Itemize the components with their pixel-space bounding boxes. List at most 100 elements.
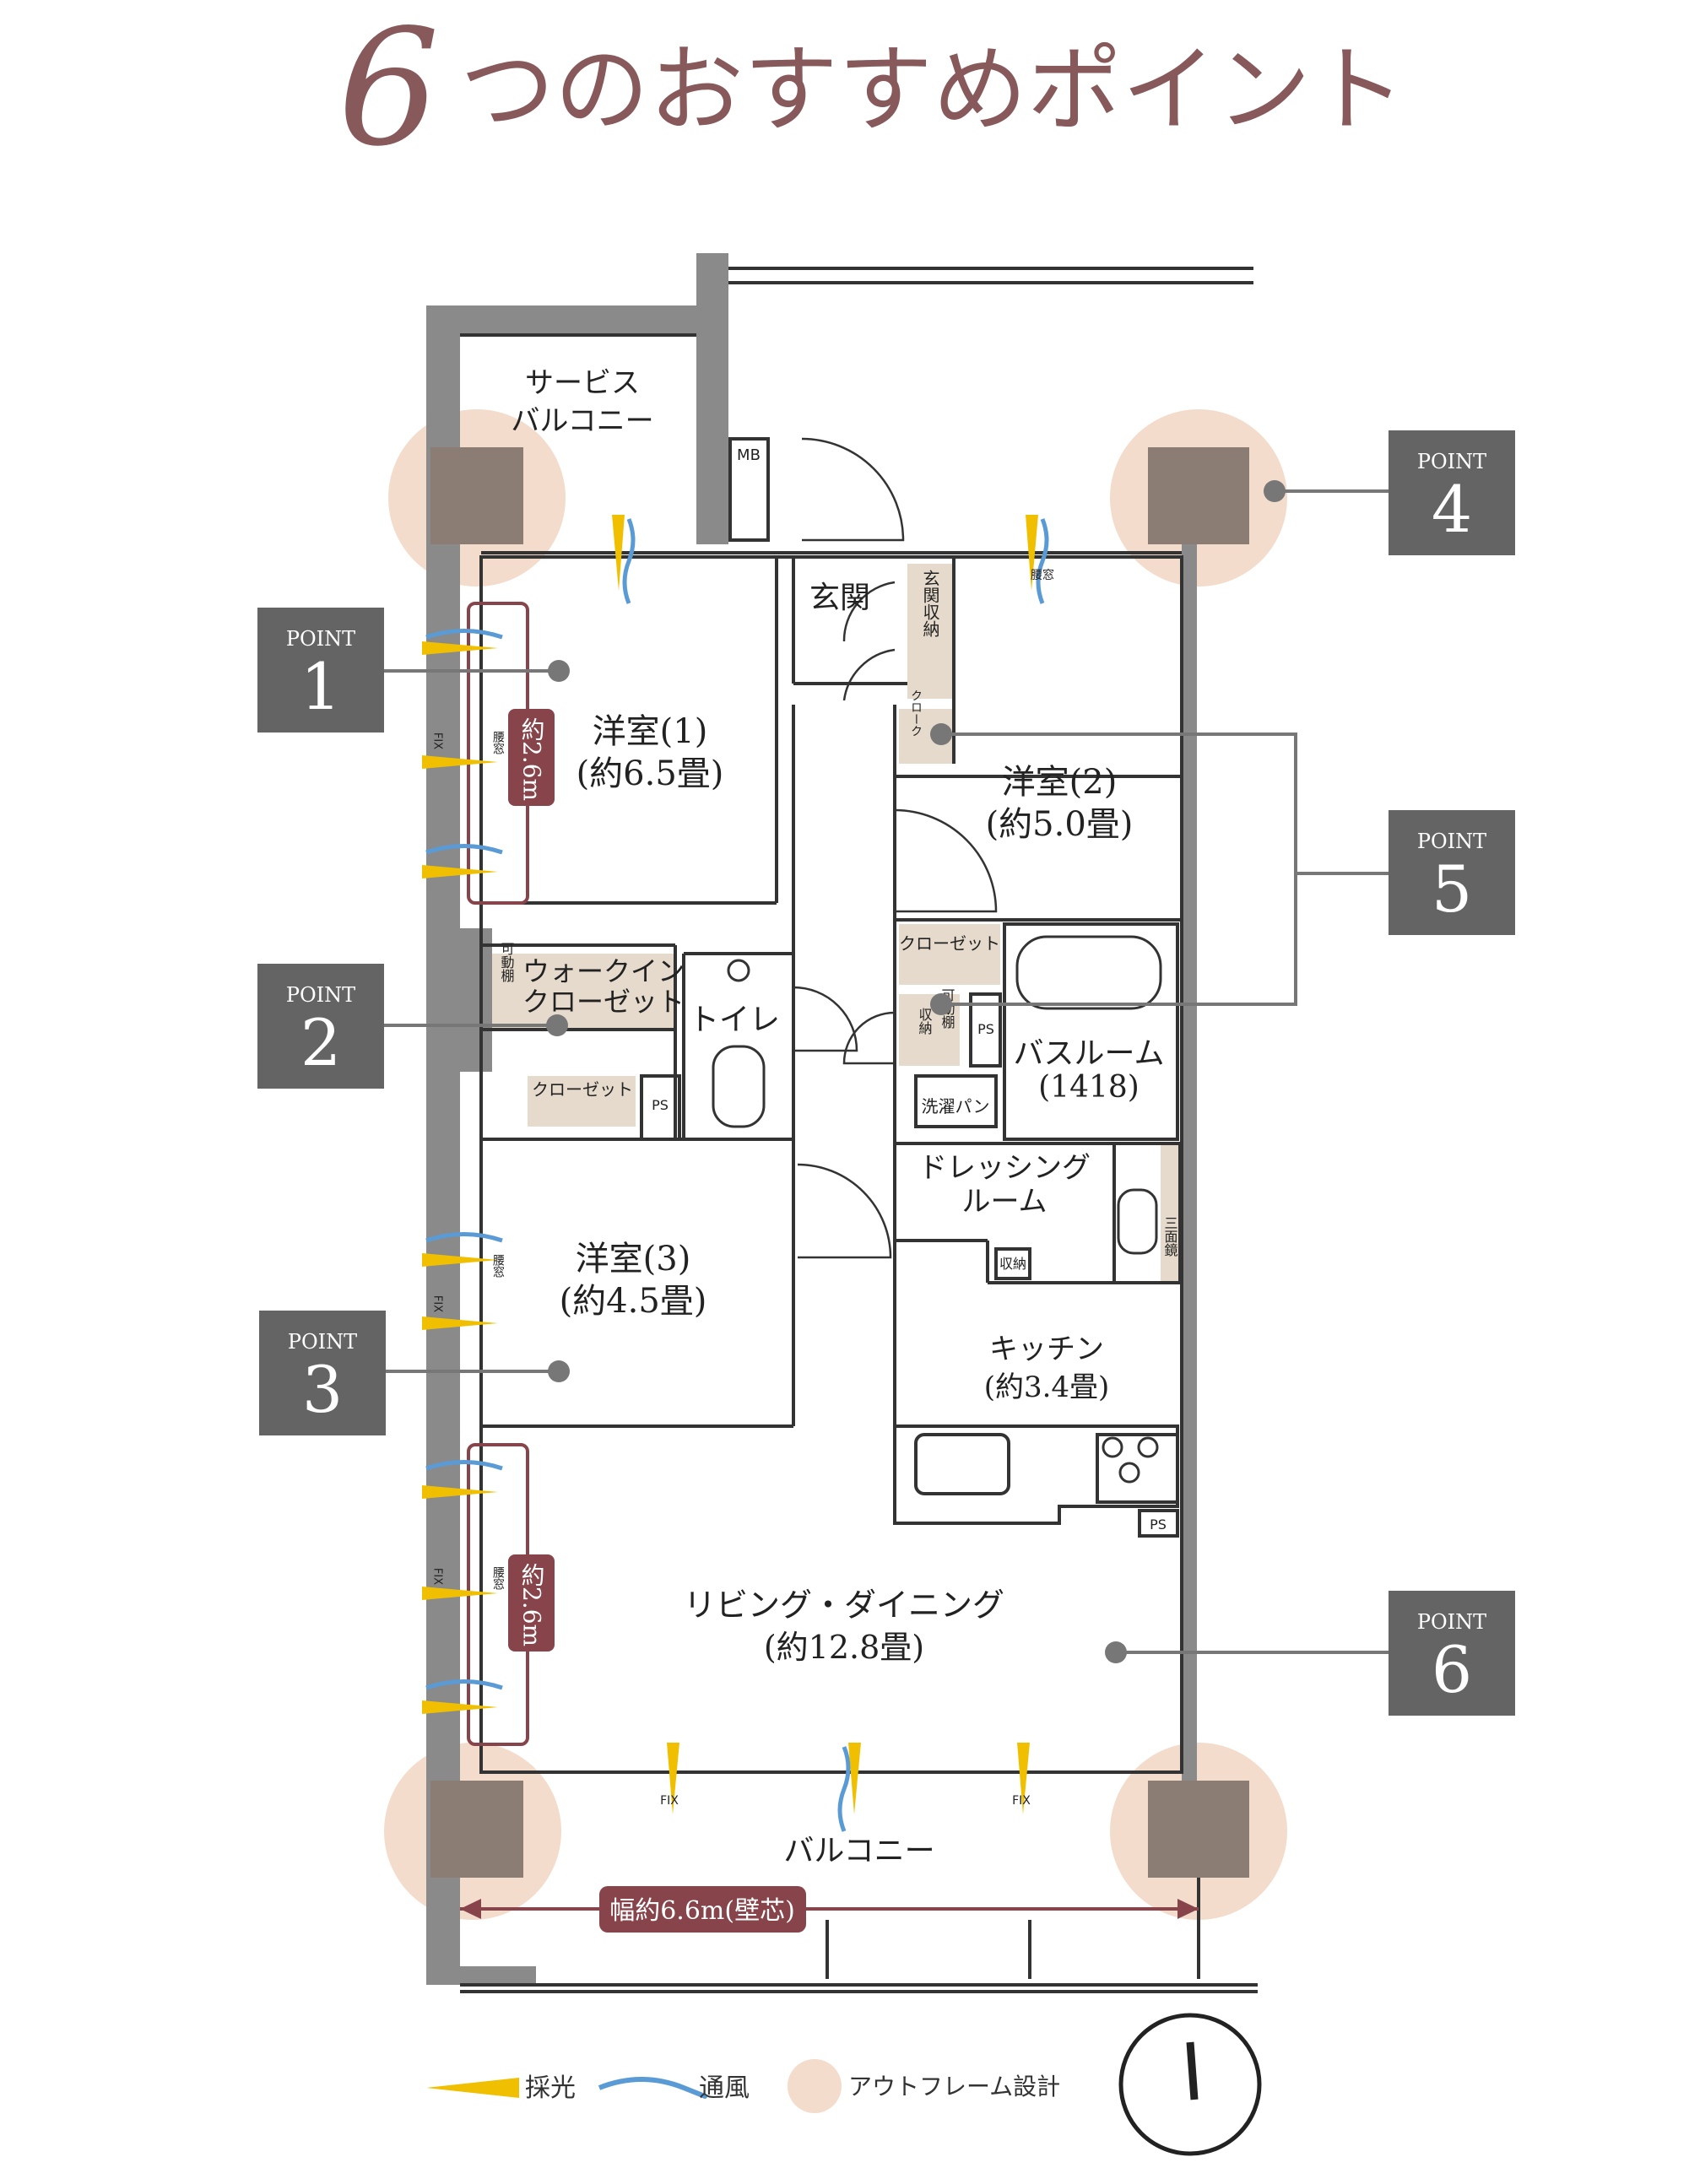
point-2-number: 2 [300,1005,341,1080]
ps2-label: PS [977,1021,994,1037]
point-4-label: POINT [1417,450,1486,473]
legend-outframe-icon [788,2059,842,2113]
youshitsu2-label-2: (約5.0畳) [986,805,1134,844]
genkan-storage-label: 玄関収納 [920,570,940,637]
dressing-label-1: ドレッシング [918,1151,1091,1185]
fix-left2-label: FIX [431,1295,444,1312]
pillars [430,447,1249,1878]
bathtub [1015,935,1162,1010]
ps3-label: PS [1150,1516,1167,1533]
dim-width-label-bg [599,1886,806,1933]
point-5-label: POINT [1417,830,1486,853]
light-markers [422,515,1038,1814]
bathroom-label-2: (1418) [1038,1070,1140,1105]
room-labels: サービス バルコニー MB 玄関 玄関収納 洋室(1) (約6.5畳) 洋室(2… [431,366,1178,1868]
toilet-label: トイレ [689,1003,780,1037]
point-6-number: 6 [1432,1632,1472,1707]
closet-wic-fill [528,1076,636,1127]
point-3-label: POINT [288,1330,357,1354]
kitchen-label-2: (約3.4畳) [984,1370,1110,1404]
title-text: つのおすすめポイント [460,35,1405,145]
storage-fills [484,564,1179,1283]
point-4-box [1389,430,1515,555]
dimension-labels: 約2.6m 約2.6m 幅約6.6m(壁芯) [518,717,795,1926]
storage-kadou-label-1: 収納 [917,1008,933,1035]
dressing-basin [1117,1188,1158,1255]
stove-burner-3 [1118,1462,1140,1484]
clok-label: クローク [909,689,923,737]
closet-r2-fill [899,924,1000,985]
point-3-number: 3 [302,1352,343,1427]
bathroom-label-1: バスルーム [1014,1036,1165,1071]
outframe-highlights [384,409,1287,1920]
walkin-label-1: ウォークイン [522,955,685,987]
point-2-label: POINT [286,983,355,1007]
youshitsu3-label-2: (約4.5畳) [560,1282,707,1321]
legend-wind-label: 通風 [699,2073,750,2103]
ps1-label: PS [652,1097,669,1113]
dim-height1: 約2.6m [518,717,546,801]
point-5-box [1389,810,1515,935]
fixtures [712,935,1162,1484]
genkan-label: 玄関 [809,581,870,615]
point-3-box [259,1311,386,1435]
sanmenkyo-fill [1161,1143,1179,1283]
legend-light-label: 採光 [525,2073,576,2103]
pillar-top-left [430,447,523,544]
point-1-label: POINT [286,627,355,651]
shuunou-small-label: 収納 [999,1256,1026,1272]
koshimado-left2-label: 腰窓 [491,1254,505,1278]
koshimado-left1-label: 腰窓 [491,731,505,754]
legend-wind-icon [598,2077,707,2099]
page-title: 6 つのおすすめポイント [338,0,1405,181]
point-5-number: 5 [1432,851,1472,927]
fix-left3-label: FIX [431,1568,444,1585]
fix-bottom2-label: FIX [1012,1794,1031,1808]
title-numeral: 6 [338,0,440,181]
stove-burner-1 [1102,1436,1123,1458]
legend: 採光 通風 アウトフレーム設計 [426,2059,1060,2113]
kitchen-label-1: キッチン [989,1333,1104,1366]
point-6-box [1389,1591,1515,1716]
legend-light-icon [426,2078,519,2098]
kadou-tana-label: 可動棚 [499,942,515,983]
stove-burner-2 [1137,1436,1159,1458]
closet-r2-label: クローゼット [899,933,1000,954]
closet-wic-label: クローゼット [532,1079,633,1100]
service-balcony-label-1: サービス [525,366,640,400]
living-label-2: (約12.8畳) [764,1629,924,1666]
balcony-label: バルコニー [783,1834,934,1868]
wind-markers [425,518,1049,1832]
dressing-label-2: ルーム [962,1185,1048,1219]
living-label-1: リビング・ダイニング [684,1587,1004,1624]
legend-outframe-label: アウトフレーム設計 [848,2073,1060,2100]
pillar-top-right [1148,447,1249,544]
dim-height2: 約2.6m [518,1563,546,1646]
pillar-bottom-right [1148,1781,1249,1878]
genkan-storage-fill [907,564,954,699]
dim-height1-label-bg [508,709,555,806]
mb-label: MB [737,446,761,464]
point-6-label: POINT [1417,1610,1486,1634]
point-callouts: POINT 1 POINT 2 POINT 3 POINT 4 POINT 5 … [257,430,1515,1716]
toilet-bowl [712,1045,766,1128]
sanmenkyo-label: 三面鏡 [1162,1216,1178,1257]
fix-left1-label: FIX [431,733,444,749]
walkin-label-2: クローゼット [522,986,685,1018]
service-balcony-label-2: バルコニー [511,404,653,438]
dim-width: 幅約6.6m(壁芯) [609,1896,795,1926]
koshimado-left3-label: 腰窓 [491,1566,505,1590]
compass-icon [1118,2013,1262,2156]
youshitsu1-label-1: 洋室(1) [593,712,708,751]
washbasin [727,959,750,982]
youshitsu1-label-2: (約6.5畳) [577,754,724,793]
point-2-box [257,964,384,1089]
dimension-markers [460,602,1199,1933]
pillar-bottom-left [430,1781,523,1878]
point-1-box [257,608,384,733]
dim-height2-label-bg [508,1554,555,1652]
doors [793,437,998,1259]
youshitsu2-label-1: 洋室(2) [1002,763,1118,802]
koshimado-top-label: 腰窓 [1031,568,1054,582]
